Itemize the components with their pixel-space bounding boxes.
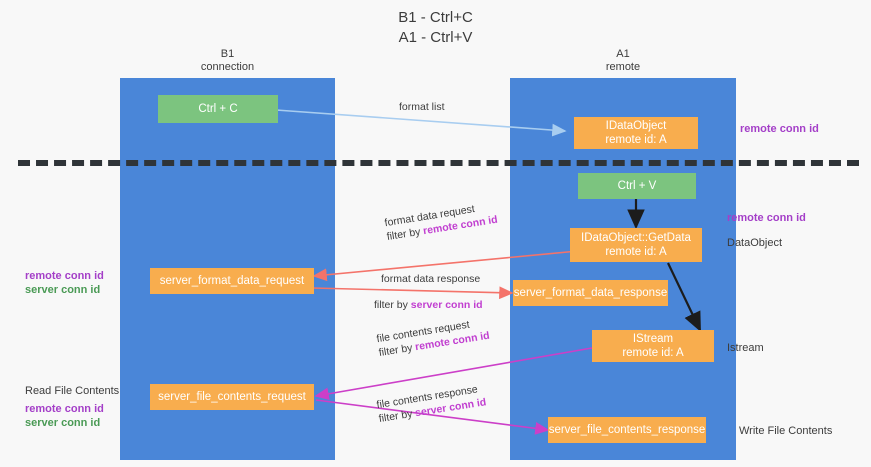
node-server-format-data-response-label: server_format_data_response [513,287,668,299]
edge-label-file-contents-response: file contents response filter by server … [376,381,488,426]
arrow-format-data-response [311,286,514,300]
phase-divider [18,160,859,166]
title-line-1: B1 - Ctrl+C [398,9,473,26]
annotation-remote-conn-id-top: remote conn id [740,123,819,135]
node-ctrl-c[interactable]: Ctrl + C [158,95,278,123]
annotation-read-file-contents: Read File Contents [25,385,120,397]
page-title: B1 - Ctrl+C A1 - Ctrl+V [0,8,871,48]
lane-header-b1-sub: connection [200,61,255,73]
node-istream-sub: remote id: A [622,347,684,359]
node-idataobject-getdata[interactable]: IDataObject::GetData remote id: A [570,228,702,262]
node-istream[interactable]: IStream remote id: A [592,330,714,362]
annotation-dataobject: DataObject [727,237,783,249]
node-server-format-data-request-label: server_format_data_request [159,275,305,287]
node-istream-title: IStream [632,333,674,345]
lane-header-b1: B1 connection [120,48,335,74]
edge-label-file-contents-request: file contents request filter by remote c… [376,315,491,360]
title-line-2: A1 - Ctrl+V [398,29,473,46]
annotation-left-server-conn-id-2: server conn id [25,417,101,429]
node-ctrl-c-label: Ctrl + C [198,103,238,115]
edge-label-format-data-response-filter: filter by server conn id [374,298,483,312]
annotation-remote-conn-id-mid: remote conn id [727,212,806,224]
lane-header-a1-name: A1 [616,48,630,60]
node-ctrl-v-label: Ctrl + V [617,180,657,192]
annotation-left-server-conn-id-1: server conn id [25,284,101,296]
node-getdata-title: IDataObject::GetData [581,232,691,244]
lane-header-a1-sub: remote [605,61,641,73]
node-server-file-contents-request[interactable]: server_file_contents_request [150,384,314,410]
node-server-format-data-request[interactable]: server_format_data_request [150,268,314,294]
annotation-left-remote-conn-id-1: remote conn id [25,270,104,282]
annotation-write-file-contents: Write File Contents [739,425,833,437]
annotation-istream: Istream [727,342,764,354]
node-server-file-contents-response-label: server_file_contents_response [548,424,706,436]
edge-label-format-data-request: format data request filter by remote con… [384,199,499,244]
fdresp-filter-prefix: filter by [374,299,411,311]
edge-label-format-list-text: format list [399,101,445,113]
node-server-format-data-response[interactable]: server_format_data_response [513,280,668,306]
node-server-file-contents-request-label: server_file_contents_request [158,391,306,403]
node-ctrl-v[interactable]: Ctrl + V [578,173,696,199]
edge-label-format-data-response-text: format data response [381,273,481,285]
node-idataobject-sub: remote id: A [605,134,667,146]
lane-header-b1-name: B1 [220,48,235,60]
lane-header-a1: A1 remote [510,48,736,74]
node-idataobject-title: IDataObject [605,120,667,132]
fdresp-filter-key: server conn id [410,299,483,311]
node-getdata-sub: remote id: A [605,246,667,258]
node-server-file-contents-response[interactable]: server_file_contents_response [548,417,706,443]
edge-label-format-data-response: format data response [381,272,480,286]
annotation-left-remote-conn-id-2: remote conn id [25,403,104,415]
edge-label-format-list: format list [399,100,445,114]
node-idataobject[interactable]: IDataObject remote id: A [574,117,698,149]
